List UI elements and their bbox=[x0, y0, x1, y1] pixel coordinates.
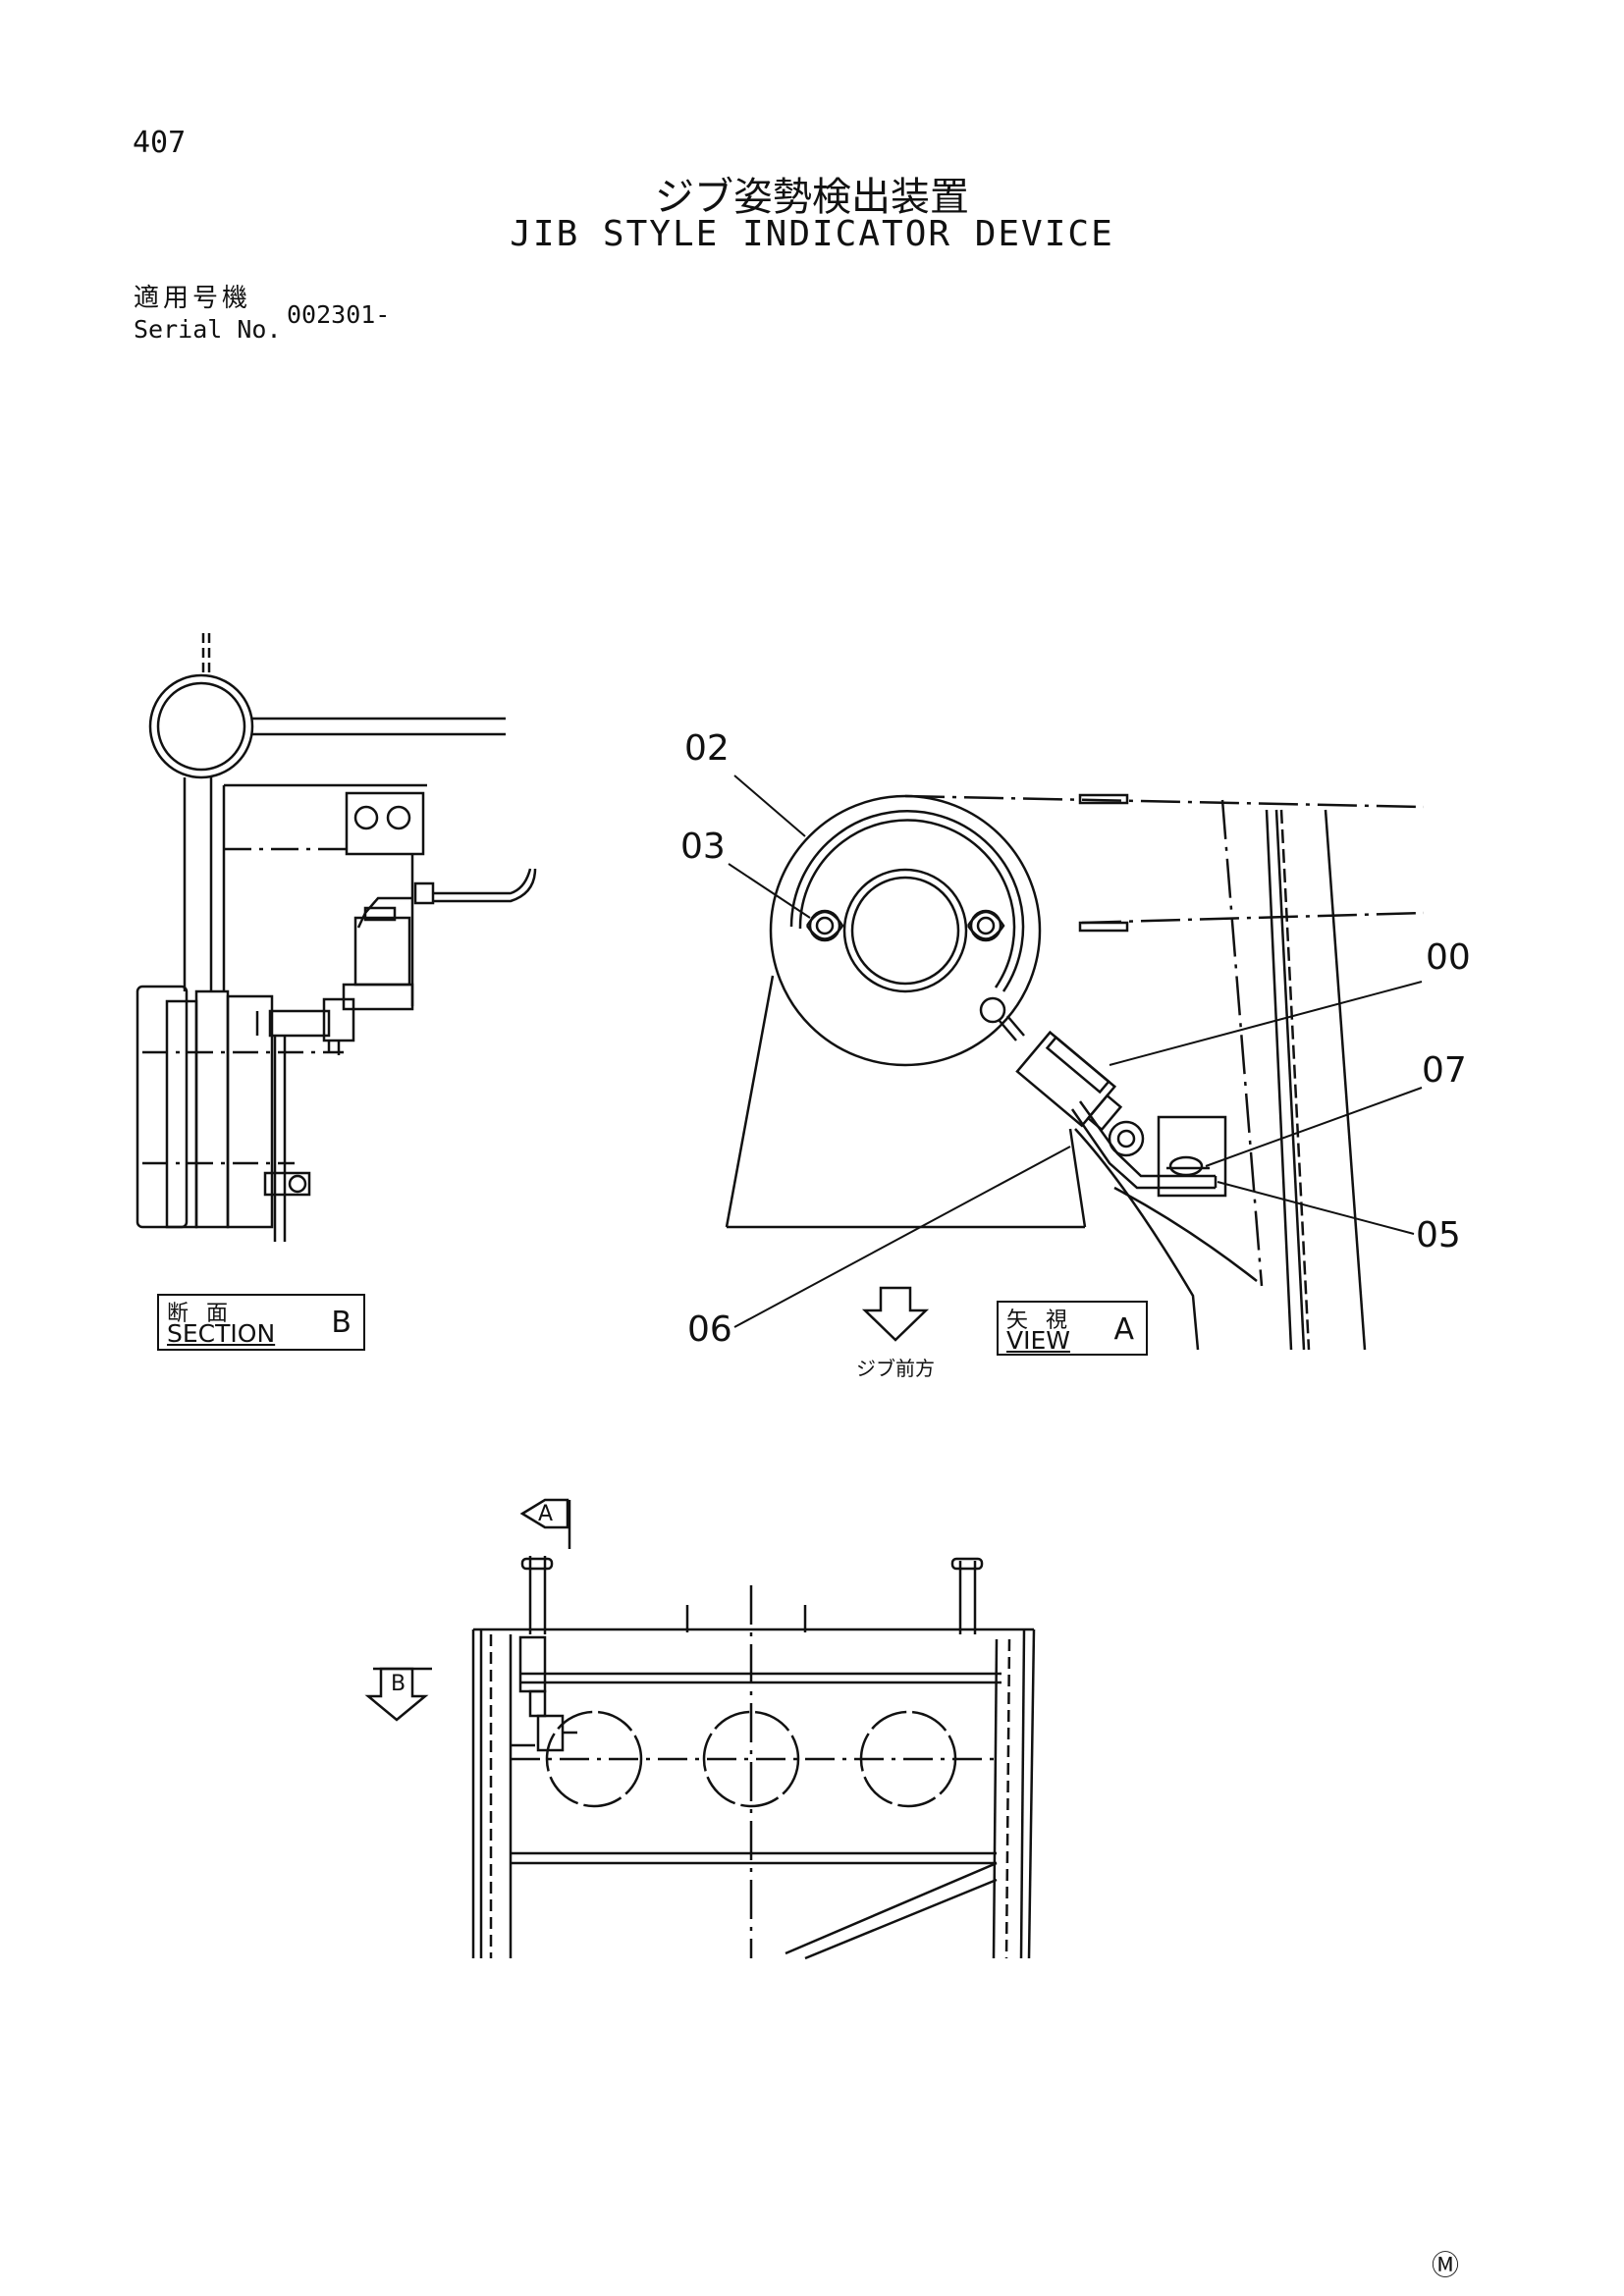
page-number: 407 bbox=[133, 126, 187, 160]
callout-07: 07 bbox=[1422, 1050, 1467, 1091]
section-label-english: SECTION bbox=[167, 1319, 276, 1348]
leader-lines bbox=[728, 774, 1423, 1328]
arrow-b-letter: B bbox=[391, 1672, 406, 1696]
arrow-a-letter: A bbox=[538, 1502, 554, 1526]
serial-label-english: Serial No. bbox=[134, 315, 282, 344]
view-a-drawing bbox=[725, 793, 1425, 1351]
view-label-japanese: 矢視 bbox=[1006, 1308, 1086, 1333]
view-label-english: VIEW bbox=[1006, 1326, 1070, 1355]
callout-00: 00 bbox=[1426, 937, 1471, 978]
serial-label-japanese: 適用号機 bbox=[134, 284, 252, 313]
title-english: JIB STYLE INDICATOR DEVICE bbox=[510, 214, 1114, 254]
section-label-japanese: 断面 bbox=[167, 1302, 246, 1326]
view-a-label: 矢視 VIEW A bbox=[997, 1301, 1148, 1356]
serial-number-value: 002301- bbox=[287, 300, 391, 329]
jib-forward-caption: ジブ前方 bbox=[856, 1357, 935, 1380]
corner-mark-icon: Ⓜ bbox=[1432, 2249, 1460, 2281]
plan-view-drawing bbox=[471, 1556, 1036, 1960]
section-label-letter: B bbox=[331, 1306, 352, 1340]
section-b-drawing bbox=[135, 633, 537, 1242]
callout-05: 05 bbox=[1416, 1215, 1461, 1255]
arrow-a-marker bbox=[519, 1498, 571, 1549]
callout-03: 03 bbox=[680, 827, 726, 867]
callout-02: 02 bbox=[684, 728, 730, 769]
callout-06: 06 bbox=[687, 1309, 732, 1350]
arrow-b-marker bbox=[364, 1667, 432, 1722]
section-b-label: 断面 SECTION B bbox=[157, 1294, 365, 1351]
forward-arrow bbox=[861, 1286, 930, 1342]
view-label-letter: A bbox=[1113, 1312, 1134, 1347]
title-japanese: ジブ姿勢検出装置 bbox=[655, 175, 969, 220]
